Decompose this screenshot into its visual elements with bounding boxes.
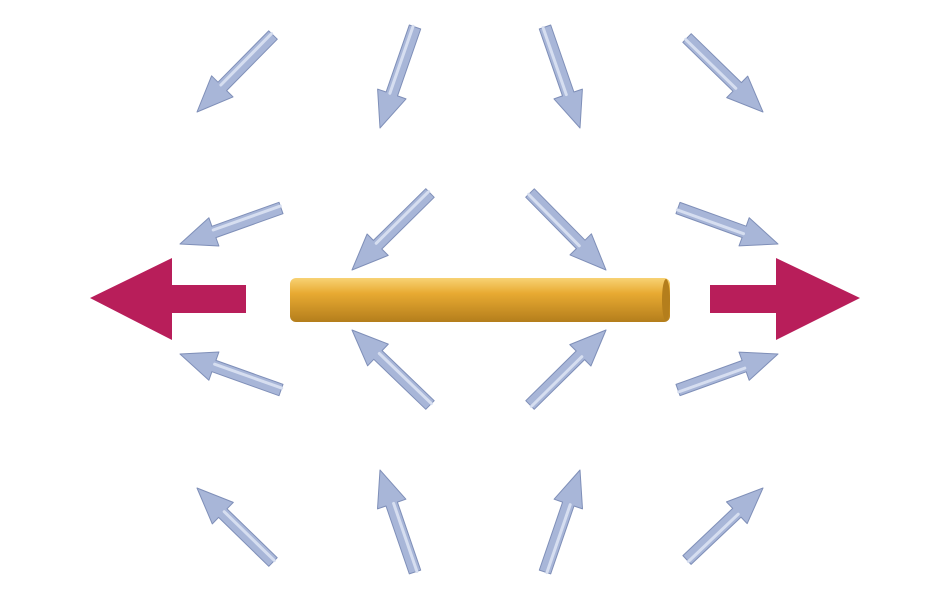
field-arrow-icon xyxy=(377,24,422,129)
field-arrow-icon xyxy=(538,24,583,129)
field-arrow-icon xyxy=(675,351,779,397)
field-arrow-icon xyxy=(525,188,607,271)
field-arrow-icon xyxy=(377,469,422,575)
field-arrow-icon xyxy=(525,329,607,410)
field-arrow-icon xyxy=(351,188,435,271)
field-arrow-icon xyxy=(179,351,284,397)
field-arrow-icon xyxy=(675,201,779,247)
field-arrow-icon xyxy=(196,487,278,567)
field-arrow-icon xyxy=(682,33,764,113)
rod xyxy=(290,278,670,322)
field-arrow-icon xyxy=(538,469,583,575)
right-force-arrow-icon xyxy=(710,258,860,340)
field-arrows-group xyxy=(179,24,779,575)
field-arrow-icon xyxy=(351,329,435,410)
field-arrow-icon xyxy=(196,30,278,113)
left-force-arrow-icon xyxy=(90,258,246,340)
field-arrow-icon xyxy=(179,201,284,247)
field-arrow-icon xyxy=(682,487,764,565)
